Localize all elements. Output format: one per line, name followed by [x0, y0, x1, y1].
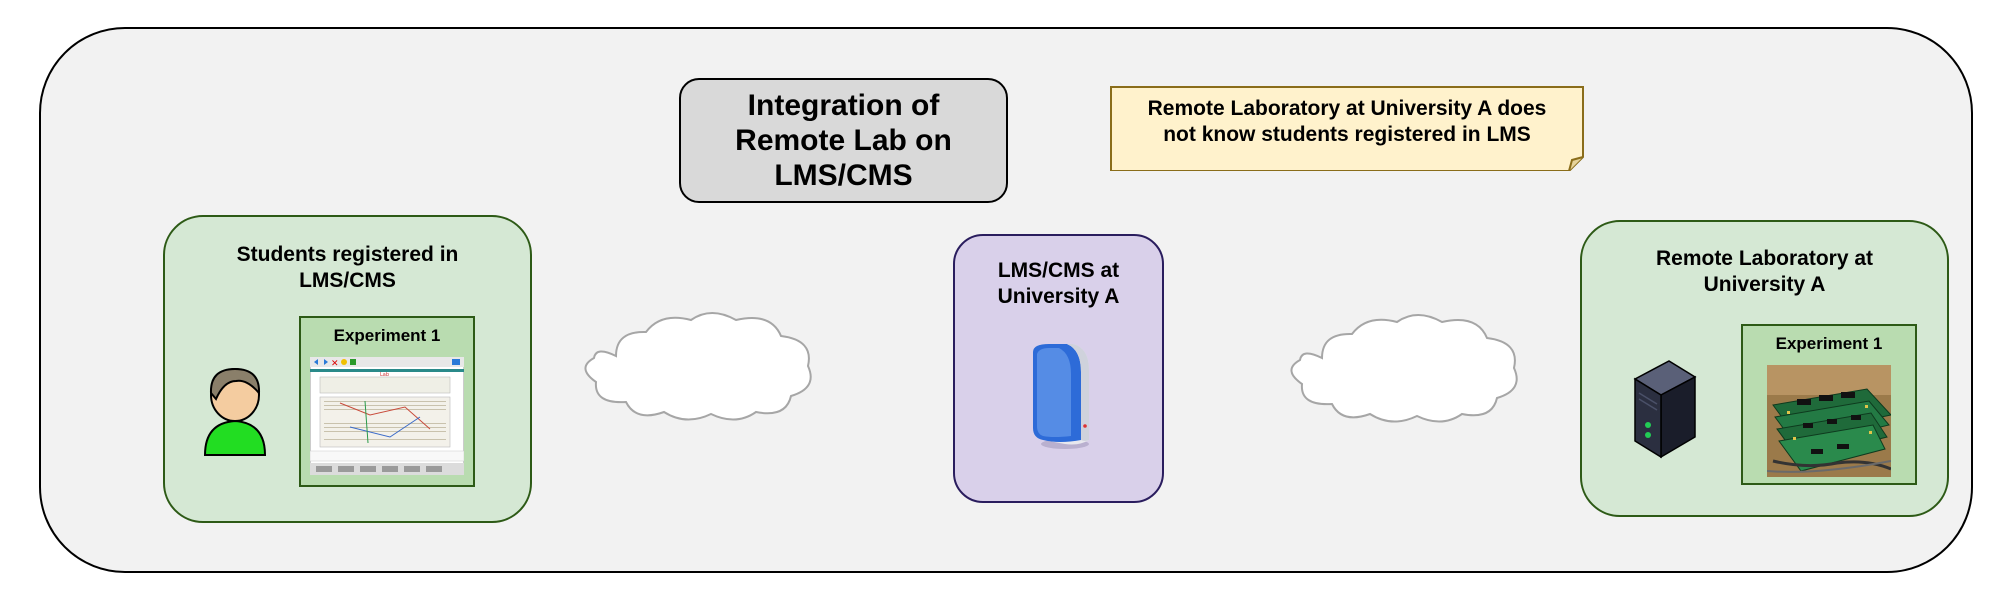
lms-title-line-2: University A	[997, 285, 1120, 308]
note-callout: Remote Laboratory at University A does n…	[1110, 86, 1584, 171]
students-panel: Students registered in LMS/CMS Experimen…	[163, 215, 532, 523]
remote-lab-title-line-2: University A	[1703, 273, 1826, 296]
lms-panel-title: LMS/CMS at University A	[955, 258, 1162, 310]
note-shape	[1110, 86, 1584, 171]
diagram-title: Integration of Remote Lab on LMS/CMS	[679, 78, 1008, 203]
lms-panel: LMS/CMS at University A	[953, 234, 1164, 503]
students-panel-title: Students registered in LMS/CMS	[165, 242, 530, 294]
students-title-line-2: LMS/CMS	[299, 269, 396, 292]
lab-experiment-box: Experiment 1	[1741, 324, 1917, 485]
students-experiment-label: Experiment 1	[333, 326, 441, 345]
remote-lab-title-line-1: Remote Laboratory at	[1655, 247, 1874, 270]
students-experiment-box: Experiment 1 ✕ Lab	[299, 316, 475, 487]
svg-text:Lab: Lab	[380, 372, 389, 378]
circuit-board-photo	[1767, 365, 1891, 477]
lms-server-icon	[1033, 344, 1089, 449]
lms-title-line-1: LMS/CMS at	[997, 259, 1120, 282]
remote-lab-panel: Remote Laboratory at University A Experi…	[1580, 220, 1949, 517]
cloud-icon-left	[584, 312, 812, 421]
server-tower-icon	[1633, 360, 1697, 459]
user-icon	[203, 367, 267, 456]
diagram-title-text: Integration of Remote Lab on LMS/CMS	[735, 89, 952, 192]
svg-text:✕: ✕	[331, 359, 339, 369]
note-text: Remote Laboratory at University A does n…	[1110, 86, 1584, 158]
note-line-2: not know students registered in LMS	[1163, 123, 1531, 146]
note-line-1: Remote Laboratory at University A does	[1147, 97, 1547, 120]
students-title-line-1: Students registered in	[236, 243, 459, 266]
remote-lab-panel-title: Remote Laboratory at University A	[1582, 246, 1947, 298]
cloud-icon-right	[1290, 314, 1518, 423]
experiment-screenshot: ✕ Lab	[310, 357, 464, 475]
lab-experiment-label: Experiment 1	[1775, 334, 1883, 353]
